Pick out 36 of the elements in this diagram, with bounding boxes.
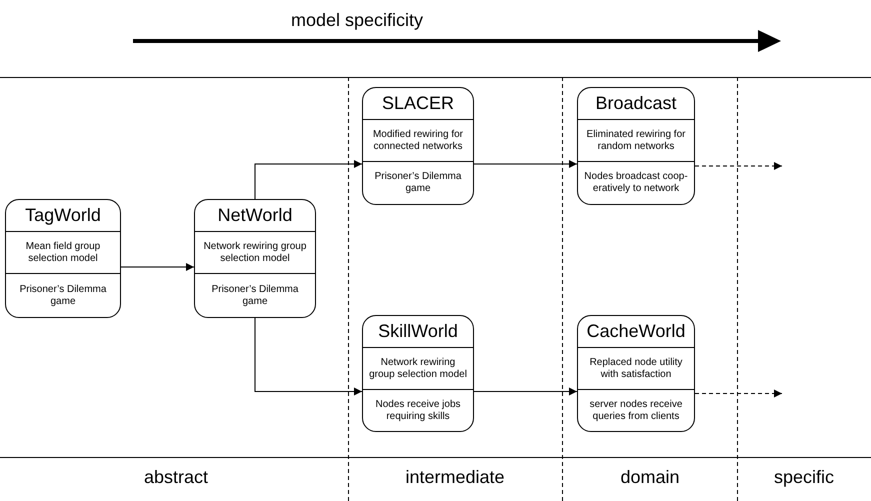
model-card: [5, 199, 121, 318]
model-name: SLACER: [380, 92, 456, 115]
model-name: CacheWorld: [586, 320, 686, 343]
dashed-arrow: [694, 390, 782, 398]
model-description: Replaced node utility with satisfaction: [588, 356, 684, 380]
stage-label: domain: [620, 467, 680, 488]
model-description: Eliminated rewiring for random networks: [586, 128, 686, 152]
model-description: Network rewiring group selection model: [202, 240, 308, 264]
model-description: Mean field group selection model: [24, 240, 102, 264]
arrow: [474, 160, 578, 168]
model-card: [577, 87, 695, 205]
stage-label: abstract: [144, 467, 208, 488]
model-description: server nodes receive queries from clients: [588, 398, 684, 422]
model-card: [577, 315, 695, 432]
model-description: Network rewiring group selection model: [369, 356, 467, 380]
arrow: [474, 388, 578, 396]
stage-label: intermediate: [405, 467, 505, 488]
model-card: [362, 87, 474, 205]
model-name: NetWorld: [216, 204, 294, 227]
arrow: [254, 160, 362, 200]
model-description: Nodes broadcast coop-eratively to network: [584, 171, 688, 195]
model-description: Modified rewiring for connected networks: [372, 128, 464, 152]
model-name: Broadcast: [594, 92, 678, 115]
stage-label: specific: [774, 467, 834, 488]
model-name: SkillWorld: [377, 320, 459, 343]
model-card: [362, 315, 474, 432]
dashed-arrow: [694, 162, 782, 170]
model-description: Prisoner’s Dilemma game: [210, 284, 300, 308]
arrow: [120, 263, 194, 271]
model-description: Prisoner’s Dilemma game: [18, 284, 108, 308]
axis-title: model specificity: [290, 10, 424, 31]
arrow: [254, 318, 362, 396]
model-description: Prisoner’s Dilemma game: [374, 171, 462, 195]
model-name: TagWorld: [24, 204, 102, 227]
model-description: Nodes receive jobs requiring skills: [374, 398, 462, 422]
model-card: [194, 199, 316, 318]
